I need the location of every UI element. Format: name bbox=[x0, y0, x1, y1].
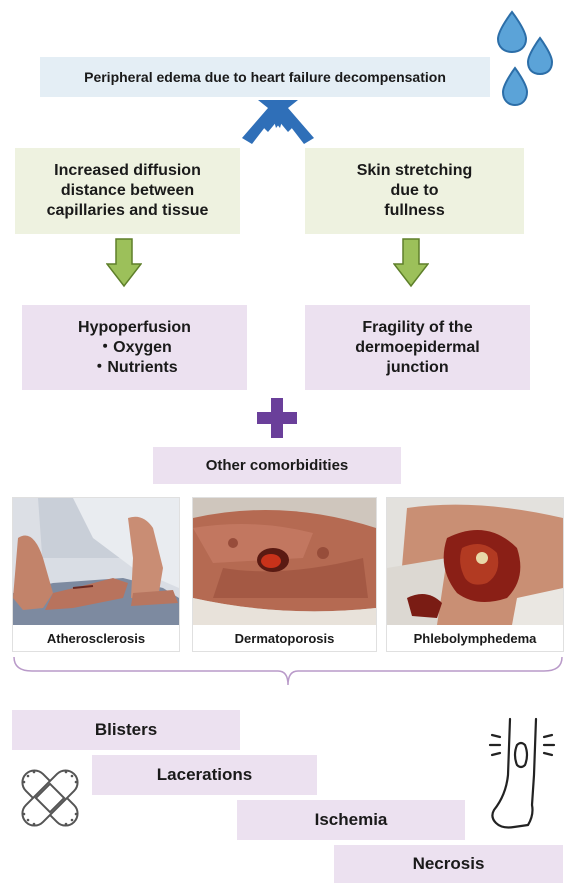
caption-dermatoporosis: Dermatoporosis bbox=[193, 625, 376, 651]
top-box-text: Peripheral edema due to heart failure de… bbox=[84, 68, 446, 86]
photo-phlebolymphedema: Phlebolymphedema bbox=[386, 497, 564, 652]
hypoperfusion-line-1: Hypoperfusion bbox=[78, 318, 191, 338]
outcome-blisters: Blisters bbox=[12, 710, 240, 750]
comorbidities-box: Other comorbidities bbox=[153, 447, 401, 484]
atherosclerosis-image bbox=[13, 498, 179, 625]
dermatoporosis-image bbox=[193, 498, 376, 625]
hypoperfusion-box: Hypoperfusion ・Oxygen ・Nutrients bbox=[22, 305, 247, 390]
brace-icon bbox=[12, 655, 564, 691]
blisters-label: Blisters bbox=[95, 720, 157, 740]
bandage-icon bbox=[10, 758, 90, 838]
caption-atherosclerosis: Atherosclerosis bbox=[13, 625, 179, 651]
fragility-line-1: Fragility of the bbox=[362, 318, 472, 338]
outcome-necrosis: Necrosis bbox=[334, 845, 563, 883]
photo-atherosclerosis: Atherosclerosis bbox=[12, 497, 180, 652]
fragility-box: Fragility of the dermoepidermal junction bbox=[305, 305, 530, 390]
diffusion-line-3: capillaries and tissue bbox=[47, 201, 209, 221]
diffusion-line-2: distance between bbox=[61, 181, 194, 201]
hypoperfusion-line-2: ・Oxygen bbox=[97, 338, 172, 358]
down-arrow-left-icon bbox=[106, 238, 142, 288]
stretching-line-1: Skin stretching bbox=[357, 161, 473, 181]
plus-icon bbox=[255, 396, 299, 440]
phlebolymphedema-image bbox=[387, 498, 563, 625]
stretching-box: Skin stretching due to fullness bbox=[305, 148, 524, 234]
leg-icon bbox=[488, 715, 563, 835]
outcome-lacerations: Lacerations bbox=[92, 755, 317, 795]
split-arrow-icon bbox=[238, 98, 318, 144]
water-drops-icon bbox=[490, 10, 560, 110]
fragility-line-3: junction bbox=[386, 358, 448, 378]
stretching-line-2: due to bbox=[391, 181, 439, 201]
necrosis-label: Necrosis bbox=[413, 854, 485, 874]
diffusion-line-1: Increased diffusion bbox=[54, 161, 201, 181]
comorbidities-label: Other comorbidities bbox=[206, 456, 349, 475]
fragility-line-2: dermoepidermal bbox=[355, 338, 479, 358]
top-box: Peripheral edema due to heart failure de… bbox=[40, 57, 490, 97]
lacerations-label: Lacerations bbox=[157, 765, 252, 785]
outcome-ischemia: Ischemia bbox=[237, 800, 465, 840]
photo-dermatoporosis: Dermatoporosis bbox=[192, 497, 377, 652]
hypoperfusion-line-3: ・Nutrients bbox=[91, 358, 177, 378]
ischemia-label: Ischemia bbox=[315, 810, 388, 830]
caption-phlebolymphedema: Phlebolymphedema bbox=[387, 625, 563, 651]
stretching-line-3: fullness bbox=[384, 201, 444, 221]
down-arrow-right-icon bbox=[393, 238, 429, 288]
diffusion-box: Increased diffusion distance between cap… bbox=[15, 148, 240, 234]
